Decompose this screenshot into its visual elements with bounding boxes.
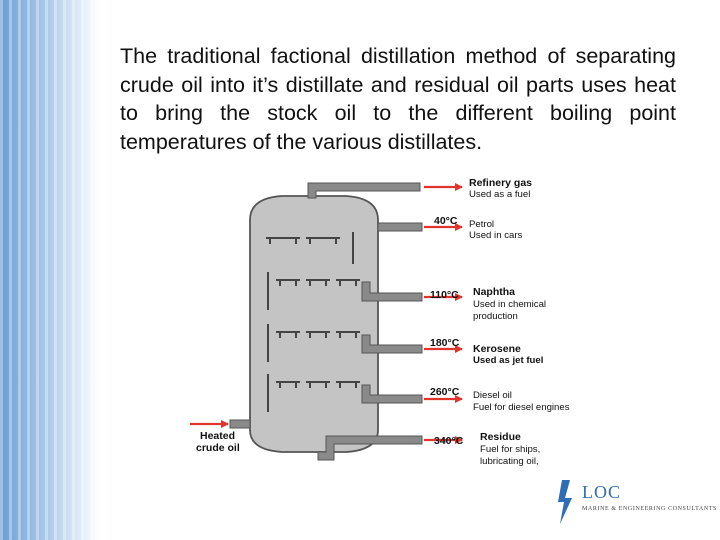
naphtha-outlet-pipe xyxy=(361,281,423,302)
kerosene-outlet-pipe xyxy=(361,334,423,354)
crude-feed-pipe xyxy=(229,419,251,429)
fraction-use-naphtha-line2: production xyxy=(473,311,518,322)
fraction-use-kerosene: Used as jet fuel xyxy=(473,355,543,366)
intro-paragraph: The traditional factional distillation m… xyxy=(120,44,676,154)
company-logo: LOC MARINE & ENGINEERING CONSULTANTS xyxy=(556,480,716,528)
fraction-name-kerosene: Kerosene xyxy=(473,343,521,355)
feed-label-line2: crude oil xyxy=(196,442,240,454)
fraction-use-diesel: Fuel for diesel engines xyxy=(473,402,570,413)
background-stripe xyxy=(0,0,100,540)
temperature-petrol: 40°C xyxy=(434,215,458,227)
fraction-use-naphtha: Used in chemical xyxy=(473,299,546,310)
lightning-logo-icon xyxy=(558,480,572,524)
fractionating-column xyxy=(249,195,379,453)
logo-tagline: MARINE & ENGINEERING CONSULTANTS xyxy=(582,506,717,512)
fraction-name-residue: Residue xyxy=(480,431,521,443)
fraction-use-residue-line2: lubricating oil, xyxy=(480,456,539,467)
petrol-outlet-pipe xyxy=(377,222,423,232)
logo-name: LOC xyxy=(582,482,621,502)
temperature-residue: 340°C xyxy=(434,435,464,447)
fraction-use-petrol: Used in cars xyxy=(469,230,523,241)
fraction-name-naphtha: Naphtha xyxy=(473,286,515,298)
temperature-diesel: 260°C xyxy=(430,386,460,398)
temperature-naphtha: 110°C xyxy=(430,289,459,301)
fraction-name-petrol: Petrol xyxy=(469,219,494,230)
gas-outlet-pipe xyxy=(307,182,421,199)
feed-label-line1: Heated xyxy=(200,430,235,442)
fraction-use-refinery-gas: Used as a fuel xyxy=(469,189,530,200)
diesel-outlet-pipe xyxy=(361,384,423,404)
fraction-name-refinery-gas: Refinery gas xyxy=(469,177,532,189)
residue-outlet-pipe xyxy=(317,435,423,461)
column-trays xyxy=(266,232,360,412)
fraction-use-residue: Fuel for ships, xyxy=(480,444,540,455)
fraction-name-diesel: Diesel oil xyxy=(473,390,512,401)
temperature-kerosene: 180°C xyxy=(430,337,460,349)
